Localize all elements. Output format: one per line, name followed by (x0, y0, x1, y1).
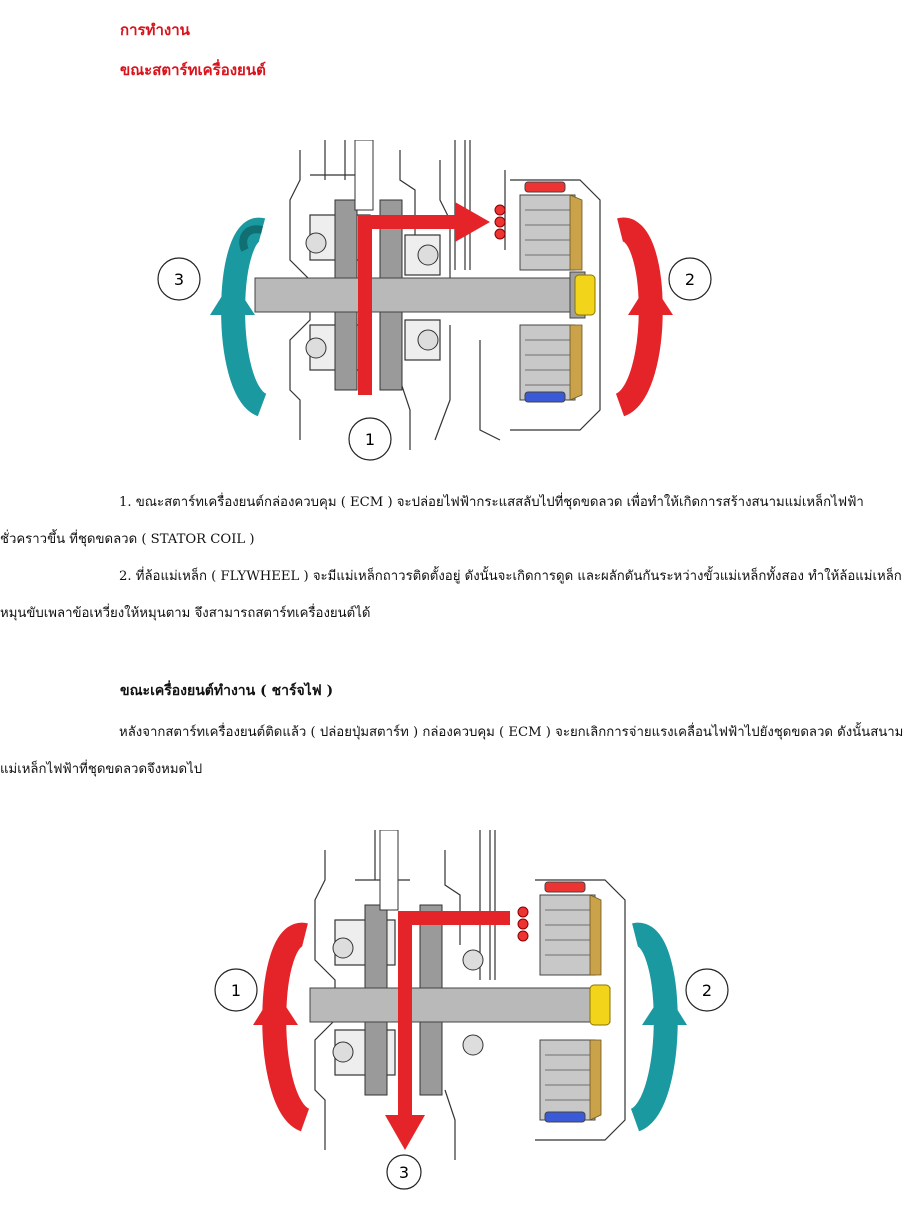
page-title: การทำงาน (120, 21, 190, 39)
svg-text:2: 2 (685, 270, 695, 289)
svg-text:1: 1 (231, 981, 241, 1000)
svg-text:3: 3 (399, 1163, 409, 1182)
section-heading-starting: ขณะสตาร์ทเครื่องยนต์ (120, 61, 266, 79)
charging-diagram: 1 2 3 (214, 830, 729, 1190)
rotation-arrow-left (210, 217, 269, 417)
label-circle-2: 2 (685, 968, 729, 1012)
label-circle-3: 3 (157, 257, 201, 301)
paragraph-charging: หลังจากสตาร์ทเครื่องยนต์ติดแล้ว ( ปล่อยป… (0, 725, 904, 777)
rotation-arrow-right (628, 922, 687, 1132)
label-circle-3: 3 (386, 1154, 422, 1190)
paragraph-step-2: 2. ที่ล้อแม่เหล็ก ( FLYWHEEL ) จะมีแม่เห… (0, 569, 902, 621)
svg-text:3: 3 (174, 270, 184, 289)
starting-diagram: 3 2 1 (157, 140, 712, 461)
label-circle-2: 2 (668, 257, 712, 301)
svg-text:1: 1 (365, 430, 375, 449)
rotation-arrow-right (613, 217, 673, 417)
section-heading-charging: ขณะเครื่องยนต์ทำงาน ( ชาร์จไฟ ) (120, 683, 334, 699)
svg-text:2: 2 (702, 981, 712, 1000)
label-circle-1: 1 (348, 417, 392, 461)
rotation-arrow-left (253, 922, 312, 1132)
label-circle-1: 1 (214, 968, 258, 1012)
paragraph-step-1: 1. ขณะสตาร์ทเครื่องยนต์กล่องควบคุม ( ECM… (0, 495, 864, 547)
